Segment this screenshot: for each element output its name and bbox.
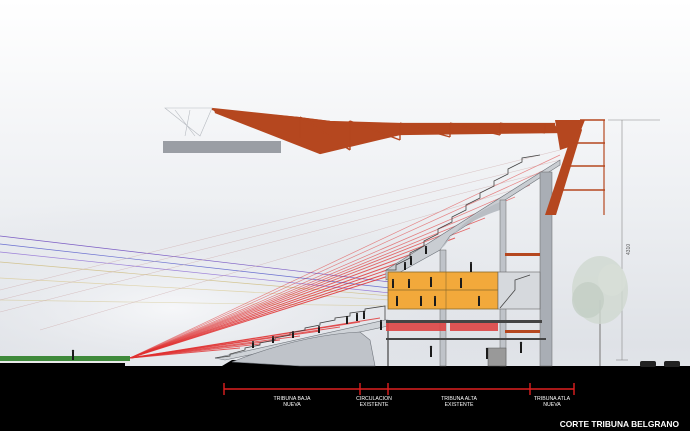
zone-label-upper-new: TRIBUNA ATLA NUEVA <box>534 396 571 408</box>
pitch-grass <box>0 356 130 361</box>
roof-truss <box>211 107 561 155</box>
zone-dimension-bar <box>223 383 575 395</box>
dimension-text: 4310 <box>626 244 632 255</box>
zone-label-line1: TRIBUNA BAJA <box>274 396 311 402</box>
zone-label-line2: EXISTENTE <box>445 402 474 408</box>
truss-shadow <box>164 107 213 137</box>
concourse-boxes <box>387 271 541 310</box>
spectator-figures <box>71 245 523 360</box>
roof-support <box>545 119 605 215</box>
zone-label-circulation: CIRCULACION EXISTENTE <box>356 396 392 408</box>
zone-label-line2: EXISTENTE <box>360 402 389 408</box>
zone-label-line2: NUEVA <box>543 402 561 408</box>
zone-label-line2: NUEVA <box>283 402 301 408</box>
drawing-title: CORTE TRIBUNA BELGRANO <box>560 419 680 429</box>
ground-section <box>0 360 690 431</box>
zone-label-line1: TRIBUNA ALTA <box>441 396 477 402</box>
pitch-line <box>0 361 130 363</box>
parked-cars <box>640 361 680 367</box>
tree-illustration <box>572 256 628 366</box>
sightlines-secondary <box>0 149 561 331</box>
zone-label-line1: CIRCULACION <box>356 396 392 402</box>
zone-label-lower-new: TRIBUNA BAJA NUEVA <box>274 396 311 408</box>
zone-label-line1: TRIBUNA ATLA <box>534 396 571 402</box>
zone-label-upper-existing: TRIBUNA ALTA EXISTENTE <box>441 396 477 408</box>
roof-base-slab <box>163 141 281 153</box>
height-dimension <box>608 119 660 361</box>
